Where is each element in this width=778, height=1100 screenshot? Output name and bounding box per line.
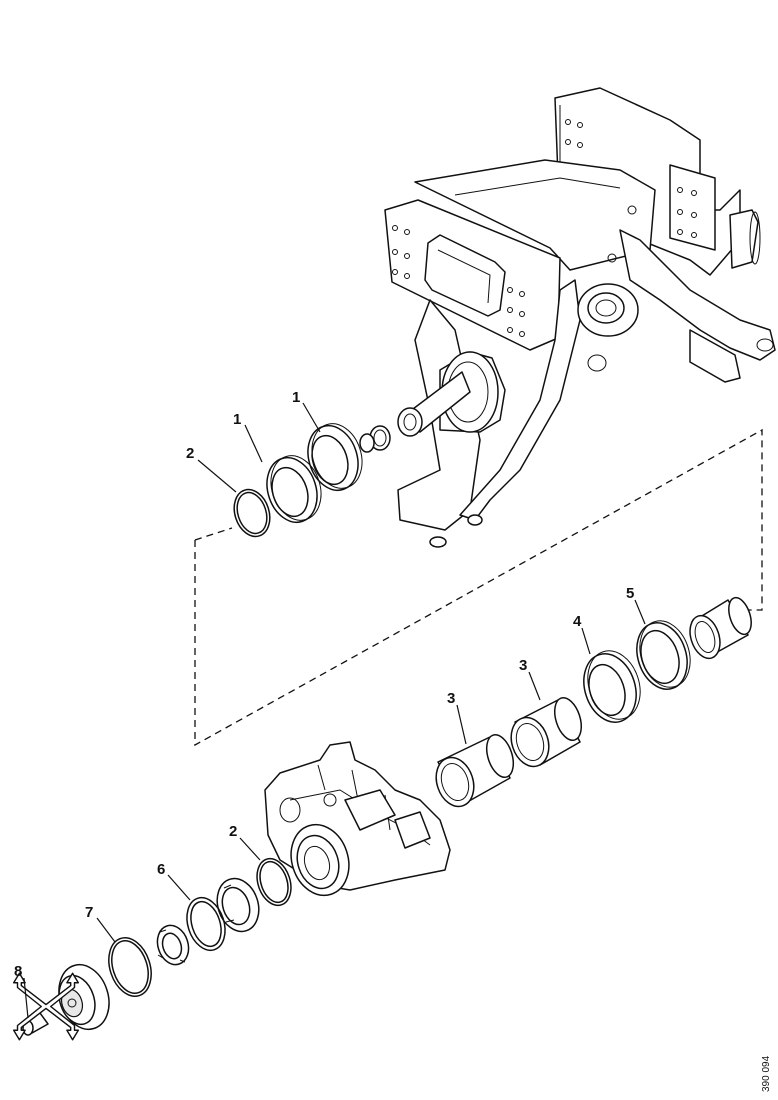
ring-5 xyxy=(636,620,691,690)
bearing-cone xyxy=(216,877,260,933)
assembly-boundary-dashed xyxy=(194,428,763,747)
sleeve-bushing xyxy=(689,596,752,660)
callout-8: 8 xyxy=(14,963,22,980)
bogie-bracket-assembly xyxy=(384,87,776,548)
o-ring-7 xyxy=(108,937,152,997)
callout-6: 6 xyxy=(157,861,165,878)
callout-2a: 2 xyxy=(186,445,194,462)
bearing-ring-1b xyxy=(307,423,363,491)
callout-4: 4 xyxy=(573,613,582,630)
bushing-3b xyxy=(510,697,583,768)
bushing-3a xyxy=(435,734,515,808)
snap-ring-2a xyxy=(233,488,271,538)
seal-4 xyxy=(583,650,641,723)
callout-3b: 3 xyxy=(519,657,527,674)
ring-6 xyxy=(186,896,226,952)
hub-housing xyxy=(264,741,451,897)
bearing-ring-1a xyxy=(266,455,322,523)
snap-ring-2b xyxy=(256,857,292,907)
castle-nut xyxy=(156,924,190,966)
callout-1a: 1 xyxy=(233,411,241,428)
trunnion-shaft xyxy=(397,351,506,437)
callout-3a: 3 xyxy=(447,690,455,707)
direction-arrows-icon xyxy=(12,972,80,1041)
callout-leaders xyxy=(23,402,646,1019)
callout-7: 7 xyxy=(85,904,93,921)
callout-2b: 2 xyxy=(229,823,237,840)
callout-1b: 1 xyxy=(292,389,300,406)
small-o-ring xyxy=(359,425,391,453)
figure-reference-code: 390 094 xyxy=(761,1055,772,1092)
callout-5: 5 xyxy=(626,585,634,602)
